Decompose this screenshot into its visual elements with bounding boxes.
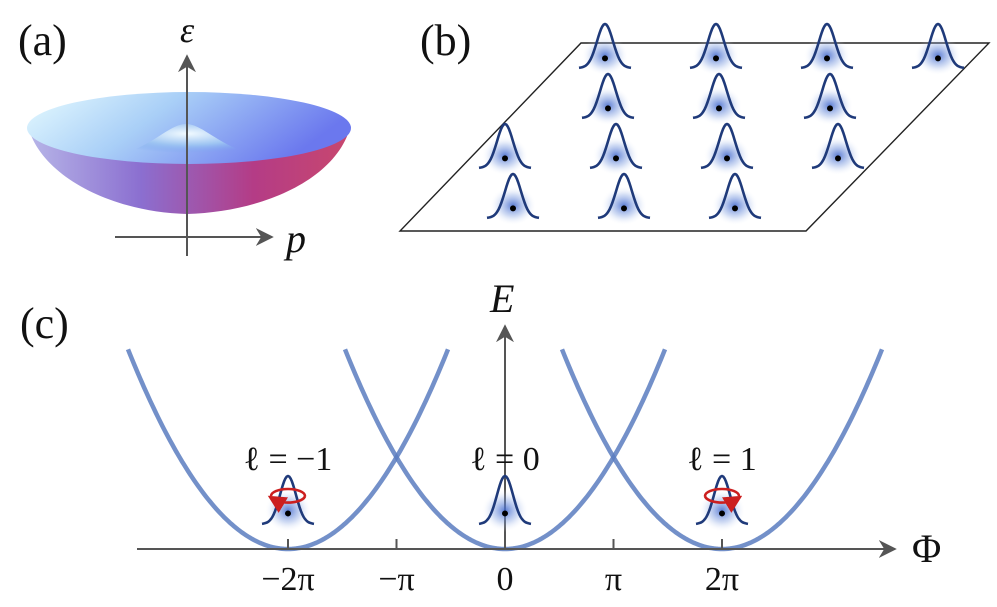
wavepacket-curve [708, 172, 762, 220]
particle-dot [602, 55, 608, 62]
lattice-wavepacket [800, 22, 854, 76]
wavepacket-curve [811, 122, 865, 170]
panel-a: (a) ε p [18, 10, 351, 261]
lattice-wavepacket [578, 22, 632, 76]
phi-tick-label: 0 [497, 561, 514, 598]
state-label: ℓ = −1 [244, 441, 333, 478]
lattice-wavepacket [708, 172, 762, 226]
state-wavepacket [478, 474, 532, 533]
lattice-plane [398, 42, 991, 232]
state-label: ℓ = 1 [687, 441, 756, 478]
state-wavepacket [261, 474, 315, 533]
lattice-wavepacket [911, 22, 965, 76]
wavepacket-curve [478, 474, 532, 526]
state-l--1: ℓ = −1 [244, 441, 333, 533]
phi-tick-label: π [605, 561, 622, 598]
wavepacket-curve [578, 22, 632, 70]
rotation-arrow-icon [703, 487, 743, 513]
state-label: ℓ = 0 [470, 441, 539, 478]
lattice-wavepacket [803, 72, 857, 126]
axis-epsilon-label: ε [180, 10, 195, 50]
phi-tick-label: −π [378, 561, 414, 598]
wavepacket-curve [261, 474, 315, 526]
lattice-wavepacket [692, 72, 746, 126]
wavepacket-curve [803, 72, 857, 120]
particle-dot [605, 105, 611, 112]
phi-tick-label: 2π [705, 561, 739, 598]
wavepacket-curve [700, 122, 754, 170]
particle-dot [824, 55, 830, 62]
wavepacket-curve [478, 122, 532, 170]
wavepacket-curve [486, 172, 540, 220]
particle-dot [835, 155, 841, 162]
lattice-wavepacket [700, 122, 754, 176]
phi-tick-label: −2π [261, 561, 314, 598]
axis-phi-label: Φ [912, 526, 941, 571]
wavepacket-lattice [478, 22, 965, 226]
particle-dot [613, 155, 619, 162]
wavepacket-curve [800, 22, 854, 70]
lattice-wavepacket [689, 22, 743, 76]
lattice-wavepacket [811, 122, 865, 176]
state-l-1: ℓ = 1 [687, 441, 757, 533]
lattice-wavepacket [589, 122, 643, 176]
winding-states: ℓ = −1 ℓ = 0 ℓ = 1 [244, 441, 757, 533]
particle-dot [285, 510, 291, 517]
wavepacket-curve [597, 172, 651, 220]
particle-dot [732, 205, 738, 212]
particle-dot [502, 510, 508, 517]
state-wavepacket [695, 474, 749, 533]
rotation-arrow-icon [267, 487, 307, 513]
lattice-wavepacket [581, 72, 635, 126]
lattice-wavepacket [478, 122, 532, 176]
lattice-wavepacket [597, 172, 651, 226]
particle-dot [935, 55, 941, 62]
wavepacket-curve [695, 474, 749, 526]
particle-dot [510, 205, 516, 212]
wavepacket-curve [689, 22, 743, 70]
particle-dot [713, 55, 719, 62]
phi-ticks: −2π −π 0 π 2π [261, 539, 739, 598]
axis-E-label: E [489, 276, 514, 321]
axis-p-label: p [283, 216, 306, 261]
lattice-wavepacket [486, 172, 540, 226]
particle-dot [621, 205, 627, 212]
bowl-surface-side [28, 126, 350, 214]
wavepacket-curve [581, 72, 635, 120]
wavepacket-curve [692, 72, 746, 120]
particle-dot [716, 105, 722, 112]
particle-dot [719, 510, 725, 517]
panel-a-label: (a) [18, 16, 67, 65]
panel-b: (b) [398, 16, 991, 232]
panel-b-label: (b) [420, 16, 471, 65]
panel-c-label: (c) [20, 299, 69, 348]
particle-dot [502, 155, 508, 162]
particle-dot [827, 105, 833, 112]
particle-dot [724, 155, 730, 162]
wavepacket-curve [589, 122, 643, 170]
state-l-0: ℓ = 0 [470, 441, 540, 533]
wavepacket-curve [911, 22, 965, 70]
panel-c: (c) E Φ −2π −π 0 π 2π ℓ = −1 ℓ = 0 ℓ = 1 [20, 276, 941, 598]
